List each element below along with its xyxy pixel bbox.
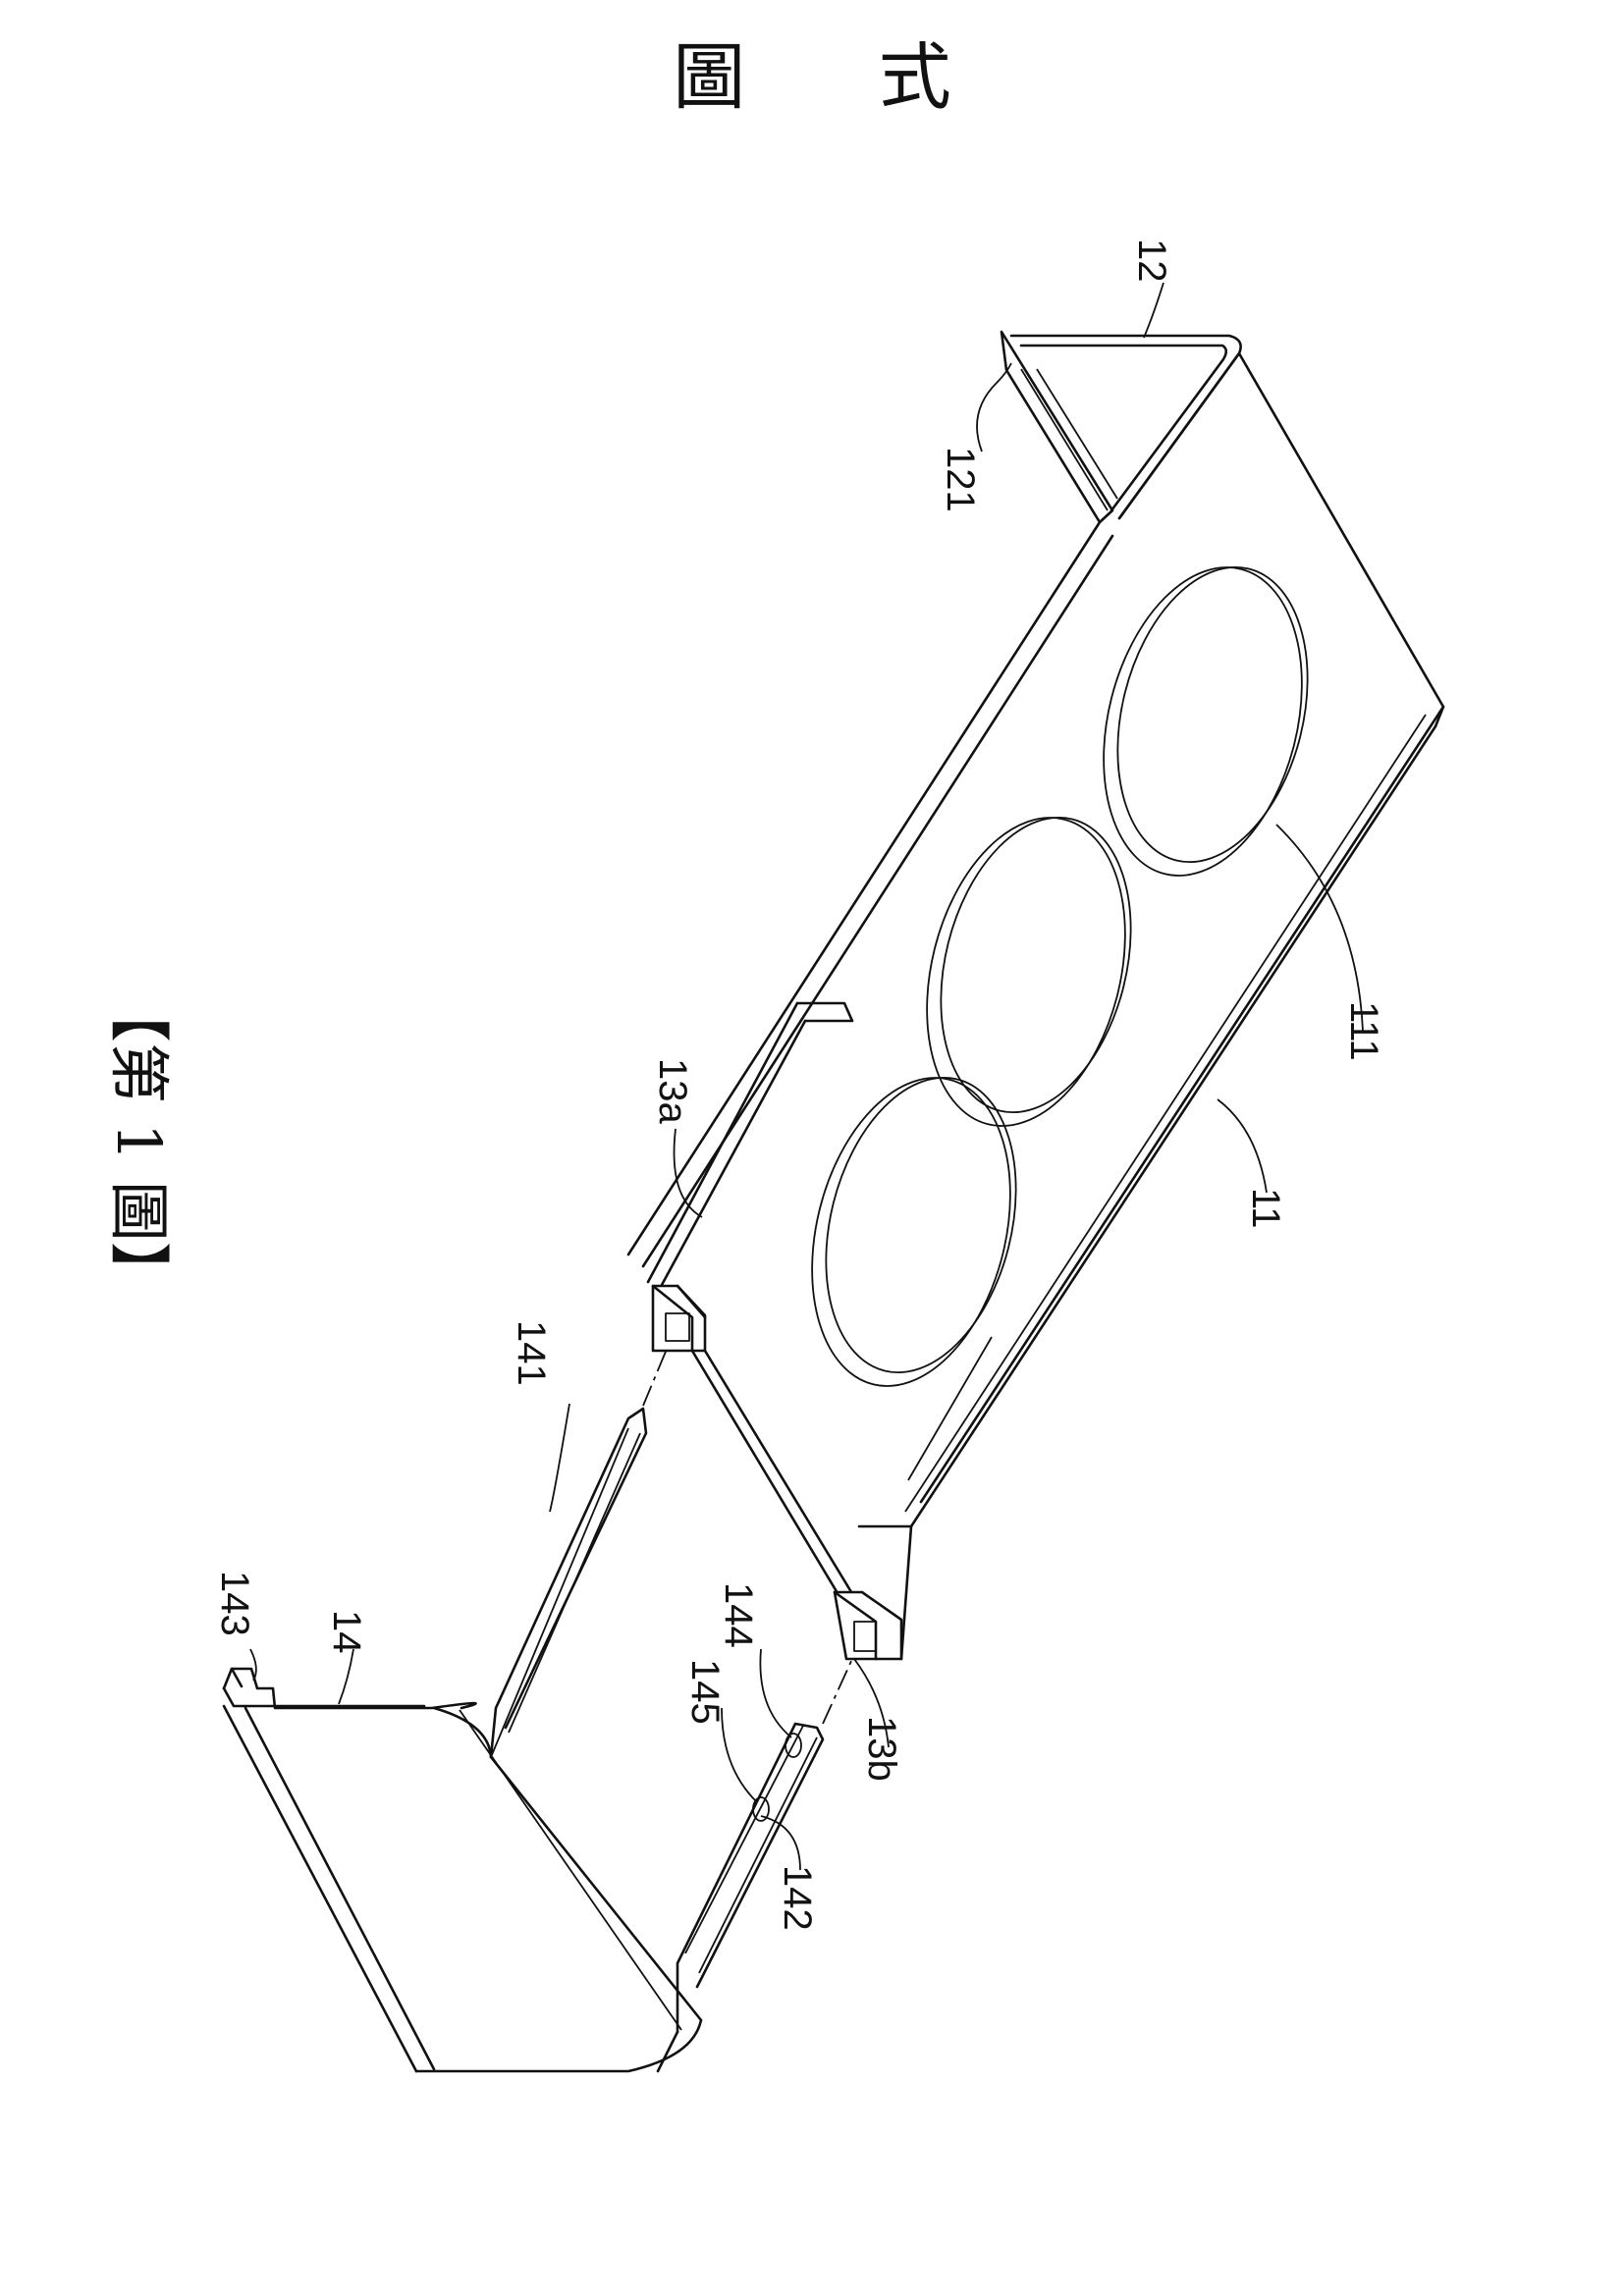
hole-145 [752,1796,770,1822]
ref-144: 144 [717,1582,760,1648]
figure-caption: 【第 1 圖】 [103,982,175,1303]
side-channel-13 [646,1001,913,1661]
ref-11: 11 [1244,1188,1287,1229]
circular-opening-3 [811,1077,1011,1387]
ref-142: 142 [776,1865,819,1931]
ref-13b: 13b [860,1716,903,1782]
ref-12: 12 [1130,239,1173,283]
hole-144 [785,1733,802,1758]
ref-121: 121 [939,447,982,512]
ref-13a: 13a [651,1058,694,1124]
ref-111: 111 [1342,1001,1385,1061]
page-title: 圖 式 [673,35,1006,120]
ref-145: 145 [683,1659,727,1725]
ref-141: 141 [510,1320,553,1386]
centerline-lower [822,1658,853,1725]
channel-rear-end [833,1590,903,1661]
main-plate-11 [626,351,1445,1528]
centerline-upper [642,1346,669,1407]
leader-lines [249,282,1364,1871]
rear-bracket-12 [1000,330,1445,728]
circular-opening-2 [926,817,1126,1127]
ref-143: 143 [213,1571,256,1636]
reference-numerals: 12 121 111 11 13a 13b 141 142 143 14 144… [213,239,1385,1931]
front-bracket-14 [222,1407,825,2073]
circular-opening-1 [1103,566,1303,877]
ref-14: 14 [325,1610,368,1654]
